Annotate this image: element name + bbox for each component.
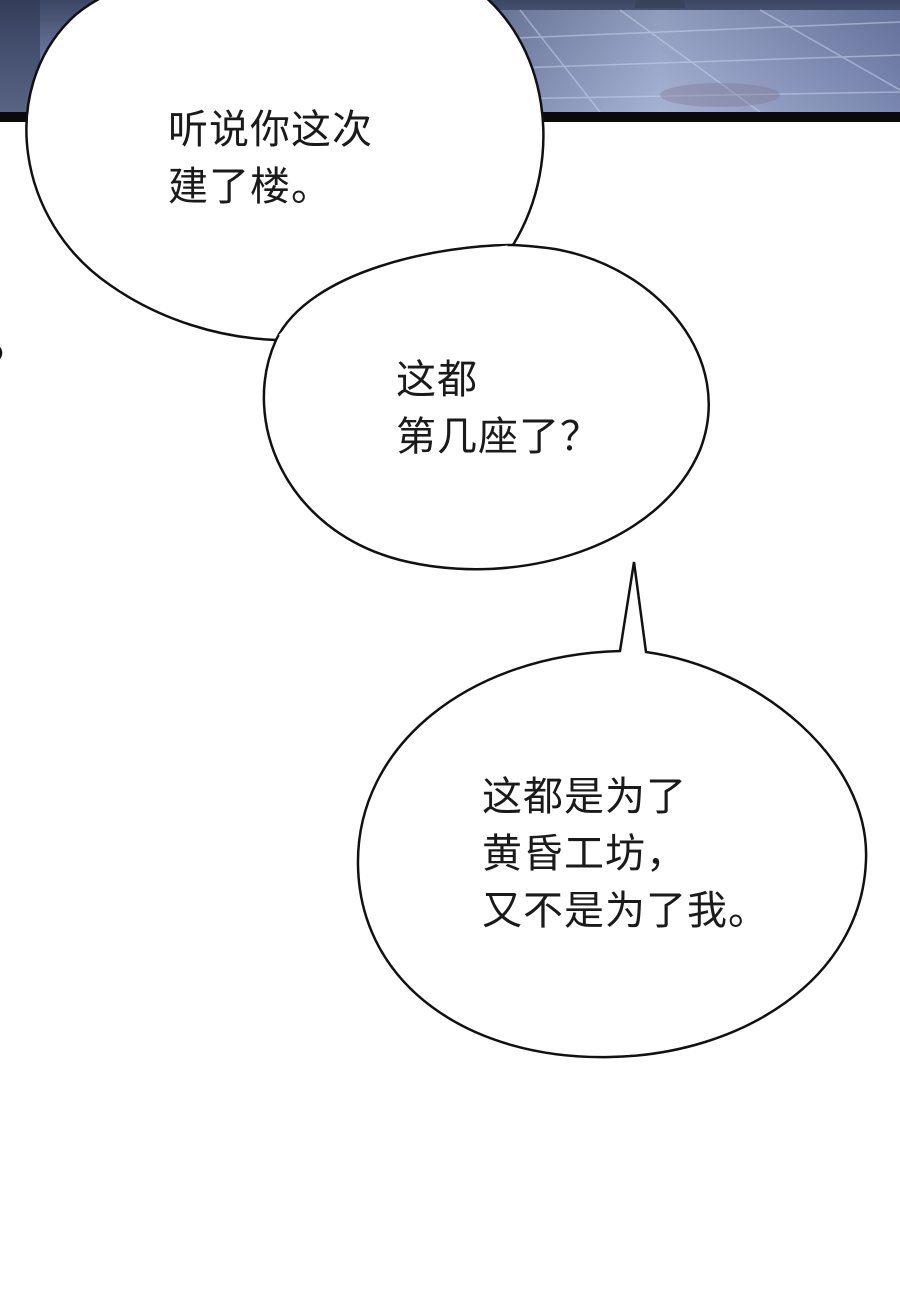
speech-line: 又不是为了我。 [482,888,769,934]
speech-bubble-1-text: 听说你这次 建了楼。 [168,102,373,216]
speech-line: 听说你这次 [168,107,373,153]
speech-bubble-2-text: 这都 第几座了？ [396,352,601,466]
speech-line: 这都是为了 [482,774,687,820]
partial-bubble-edge-icon [0,347,3,359]
speech-bubble-3 [356,561,868,1059]
speech-bubble-1 [25,0,545,342]
speech-line: 第几座了？ [396,414,601,460]
speech-line: 建了楼。 [168,164,332,210]
speech-bubble-2 [262,243,710,571]
speech-bubble-3-text: 这都是为了 黄昏工坊， 又不是为了我。 [482,769,769,940]
speech-line: 这都 [396,357,478,403]
speech-line: 黄昏工坊， [482,831,687,877]
